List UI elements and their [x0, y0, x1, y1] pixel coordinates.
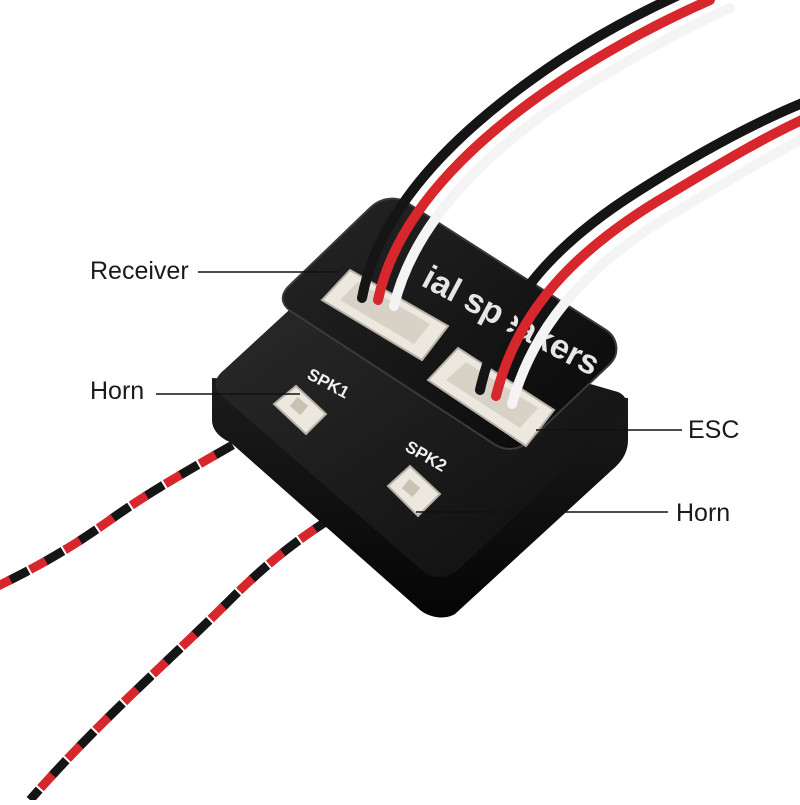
receiver-callout: Receiver — [90, 257, 189, 285]
horn-left-callout: Horn — [90, 377, 145, 405]
receiver-cable — [357, 0, 735, 311]
horn-right-callout: Horn — [676, 499, 731, 527]
spk1-port — [272, 384, 328, 436]
module-lid — [281, 197, 618, 450]
spk2-port — [386, 464, 442, 518]
esc-cable — [475, 98, 800, 409]
esc-callout: ESC — [688, 416, 740, 444]
